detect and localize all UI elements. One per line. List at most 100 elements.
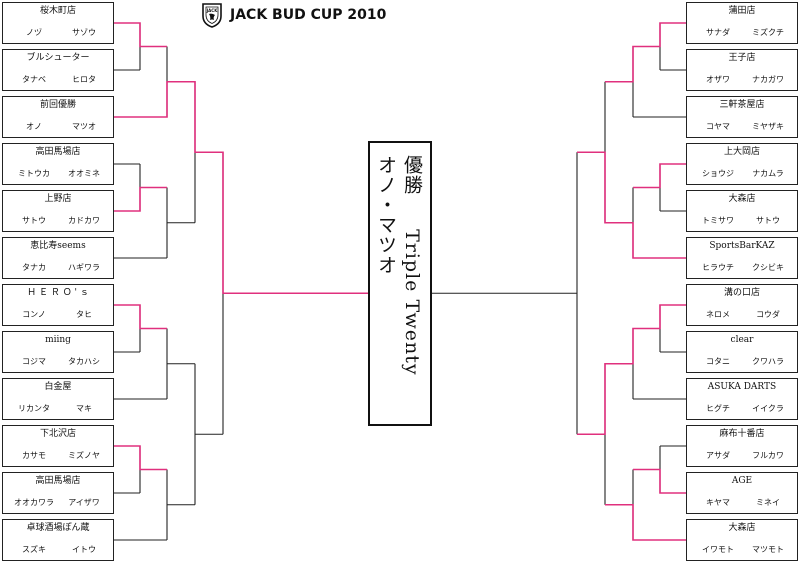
team-box: 三軒茶屋店コヤマ ミヤザキ: [686, 96, 798, 138]
team-box: 蒲田店サナダミズクチ: [686, 2, 798, 44]
champion-title-jp: 優勝: [401, 155, 423, 195]
team-player-1: アサダ: [706, 451, 730, 460]
winner-path: [114, 445, 167, 471]
team-player-2: ミズクチ: [752, 28, 784, 37]
team-player-1: オノ: [26, 122, 42, 131]
champion-name: オノ・マツオ: [375, 155, 397, 275]
team-store: 大森店: [728, 523, 756, 533]
team-player-1: ネロメ: [706, 310, 730, 319]
team-box: 桜木町店ノヅサゾウ: [2, 2, 114, 44]
team-player-2: ミネイ: [756, 498, 780, 507]
team-player-1: コタニ: [706, 357, 730, 366]
team-player-1: ノヅ: [26, 28, 42, 37]
logo-text: JACK: [206, 8, 219, 13]
winner-path: [633, 468, 686, 494]
team-store: 麻布十番店: [719, 429, 765, 439]
team-store: 卓球酒場ぽん蔵: [26, 523, 90, 533]
team-box: 上野店サトウ カドカワ: [2, 190, 114, 232]
winner-path: [605, 503, 686, 541]
team-player-2: マツモト: [752, 545, 784, 554]
winner-path: [114, 22, 167, 48]
team-player-1: ショウジ: [702, 169, 734, 178]
winner-path: [633, 163, 686, 189]
team-box: 下北沢店カサモ ミズノヤ: [2, 425, 114, 467]
team-box: 高田馬場店ミトウカ オオミネ: [2, 143, 114, 185]
team-store: SportsBarKAZ: [709, 241, 775, 251]
team-player-2: サトウ: [756, 216, 780, 225]
team-box: 溝の口店ネロメ コウダ: [686, 284, 798, 326]
team-store: 溝の口店: [723, 288, 760, 298]
team-player-2: ヒロタ: [72, 75, 96, 84]
winner-path: [114, 80, 370, 295]
team-store: AGE: [731, 476, 753, 486]
team-player-1: ヒグチ: [706, 404, 730, 413]
team-player-2: クワハラ: [752, 357, 784, 366]
team-store: clear: [730, 335, 754, 345]
team-box: 白金屋リカンタマキ: [2, 378, 114, 420]
team-player-2: タカハシ: [68, 357, 100, 366]
team-store: 前回優勝: [39, 100, 76, 110]
team-player-2: マツオ: [72, 122, 96, 131]
team-store: Ｈ Ｅ Ｒ Ｏ ' ｓ: [27, 288, 89, 298]
team-player-1: イワモト: [702, 545, 734, 554]
team-box: miing コジマ タカハシ: [2, 331, 114, 373]
team-box: Ｈ Ｅ Ｒ Ｏ ' ｓ コンノ タヒ: [2, 284, 114, 326]
team-player-2: タヒ: [76, 310, 92, 319]
team-player-1: オオカワラ: [14, 498, 54, 507]
team-store: 高田馬場店: [35, 476, 81, 486]
winner-path: [605, 22, 686, 83]
team-store: ASUKA DARTS: [707, 382, 777, 392]
team-player-2: オオミネ: [68, 169, 100, 178]
team-box: 卓球酒場ぽん蔵スズキ イトウ: [2, 519, 114, 561]
team-player-2: クシビキ: [752, 263, 784, 272]
winner-path: [577, 151, 686, 259]
team-player-2: ミヤザキ: [752, 122, 784, 131]
team-box: 麻布十番店アサダ フルカワ: [686, 425, 798, 467]
team-player-1: リカンタ: [18, 404, 50, 413]
team-player-2: カドカワ: [68, 216, 100, 225]
team-player-1: コジマ: [22, 357, 46, 366]
team-player-2: フルカワ: [752, 451, 784, 460]
team-player-1: サトウ: [22, 216, 46, 225]
team-player-1: コヤマ: [706, 122, 730, 131]
team-player-1: カサモ: [22, 451, 46, 460]
team-store: miing: [45, 335, 71, 345]
team-player-2: ハギワラ: [68, 263, 100, 272]
team-player-1: オザワ: [706, 75, 730, 84]
champion-title: 優勝 Triple Twenty: [400, 155, 424, 376]
team-store: 王子店: [728, 53, 756, 63]
team-box: ブルシュータータナベヒロタ: [2, 49, 114, 91]
team-store: 高田馬場店: [35, 147, 81, 157]
champion-title-en: Triple Twenty: [401, 229, 423, 376]
team-store: 蒲田店: [728, 6, 756, 16]
team-box: 王子店オザワ ナカガワ: [686, 49, 798, 91]
team-store: 上野店: [44, 194, 72, 204]
team-store: 三軒茶屋店: [719, 100, 765, 110]
team-player-1: ヒラウチ: [702, 263, 734, 272]
team-store: 大森店: [728, 194, 756, 204]
team-store: ブルシューター: [26, 53, 90, 63]
team-player-2: ナカガワ: [752, 75, 784, 84]
team-player-2: ナカムラ: [752, 169, 784, 178]
team-player-1: コンノ: [22, 310, 46, 319]
team-player-1: ミトウカ: [18, 169, 50, 178]
team-box: 前回優勝オノ マツオ: [2, 96, 114, 138]
team-box: 高田馬場店オオカワラ アイザワ: [2, 472, 114, 514]
team-player-2: ミズノヤ: [68, 451, 100, 460]
team-store: 上大岡店: [723, 147, 760, 157]
team-box: 上大岡店ショウジ ナカムラ: [686, 143, 798, 185]
team-box: SportsBarKAZ ヒラウチ クシビキ: [686, 237, 798, 279]
team-store: 下北沢店: [39, 429, 76, 439]
team-player-2: アイザワ: [68, 498, 100, 507]
event-title: JACK BUD CUP 2010: [230, 7, 387, 23]
winner-path: [114, 304, 167, 330]
team-box: clear コタニ クワハラ: [686, 331, 798, 373]
team-player-2: コウダ: [756, 310, 780, 319]
team-store: 恵比寿seems: [30, 241, 86, 251]
team-player-1: スズキ: [22, 545, 46, 554]
team-player-2: イトウ: [72, 545, 96, 554]
